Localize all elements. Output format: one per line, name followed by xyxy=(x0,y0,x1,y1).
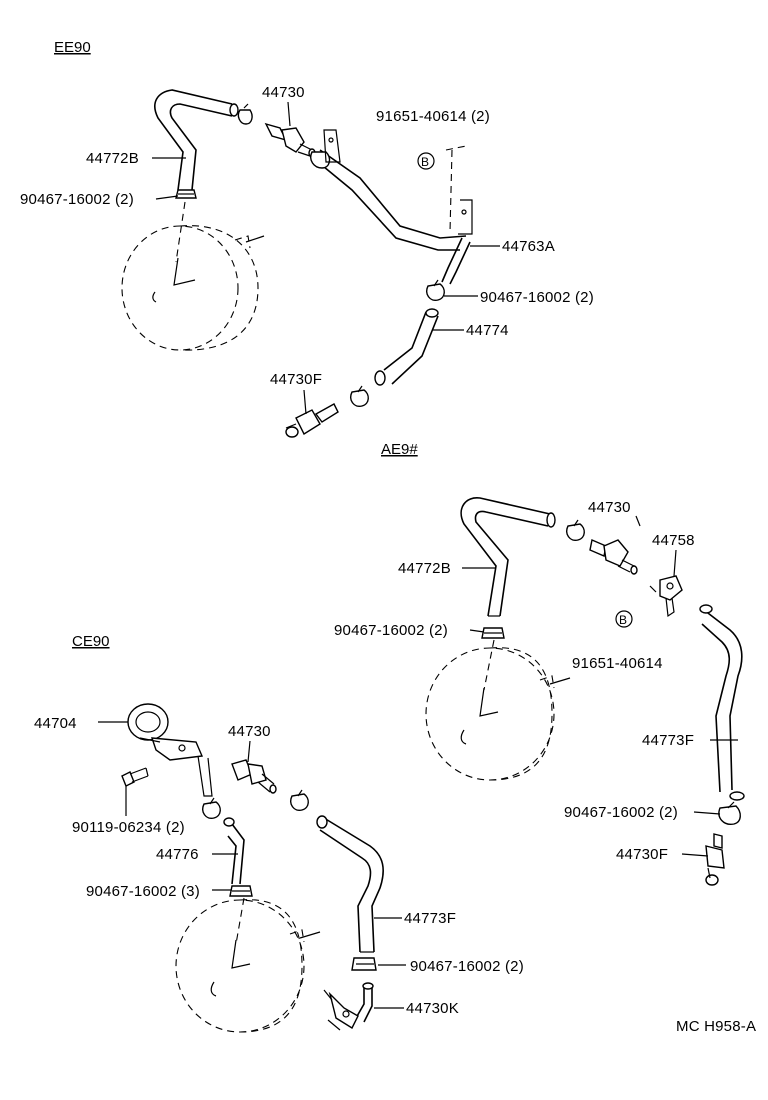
ae9-hose-44773f xyxy=(701,609,743,793)
ce90-bolt-90119 xyxy=(121,767,149,787)
ae9-clamp-lower xyxy=(718,801,741,825)
label-ae9-44772b: 44772B xyxy=(398,560,451,577)
label-ae9-90467-b: 90467-16002 (2) xyxy=(564,804,678,821)
ee90-pipe-44763a xyxy=(310,129,473,285)
ae9-clamp-top xyxy=(566,519,585,541)
label-ce90-44704: 44704 xyxy=(34,715,77,732)
svg-text:B: B xyxy=(421,155,429,169)
ee90-check-valve-44730f xyxy=(285,403,339,438)
ae9-clamp-bottom xyxy=(481,627,505,639)
label-ee90-90467-a: 90467-16002 (2) xyxy=(20,191,134,208)
diagram-code: MC H958-A xyxy=(676,1018,756,1035)
section-title-ce90: CE90 xyxy=(72,633,110,650)
ce90-hose-44776 xyxy=(227,823,245,885)
label-ae9-44730: 44730 xyxy=(588,499,631,516)
label-ae9-91651: 91651-40614 xyxy=(572,655,663,672)
section-title-ee90: EE90 xyxy=(54,39,91,56)
ce90-clamp-b xyxy=(290,789,309,811)
label-ee90-44730f: 44730F xyxy=(270,371,322,388)
ee90-clamp-lower xyxy=(426,279,445,301)
label-ee90-91651: 91651-40614 (2) xyxy=(376,108,490,125)
ae9-hose-44772b xyxy=(460,497,551,617)
label-ce90-90467-b: 90467-16002 (2) xyxy=(410,958,524,975)
section-title-ae9: AE9# xyxy=(381,441,418,458)
label-ce90-90119: 90119-06234 (2) xyxy=(72,819,185,836)
ee90-clamp-small xyxy=(350,385,369,407)
label-ce90-44730: 44730 xyxy=(228,723,271,740)
label-ae9-44758: 44758 xyxy=(652,532,695,549)
ee90-section: EE90 xyxy=(20,39,594,438)
ae9-part-44758 xyxy=(649,575,683,618)
ce90-part-44730k xyxy=(323,982,374,1031)
label-ae9-90467-a: 90467-16002 (2) xyxy=(334,622,448,639)
ae9-check-valve-44730f xyxy=(705,833,725,886)
label-ae9-44773f: 44773F xyxy=(642,732,694,749)
ee90-check-valve-44730 xyxy=(264,122,316,158)
svg-text:B: B xyxy=(619,613,627,627)
label-ce90-90467-a: 90467-16002 (3) xyxy=(86,883,200,900)
ee90-mark-b: B xyxy=(417,152,435,170)
ce90-brake-booster xyxy=(175,897,321,1033)
ae9-mark-b: B xyxy=(615,610,633,628)
ee90-hose-44772b xyxy=(154,89,233,191)
label-ce90-44773f: 44773F xyxy=(404,910,456,927)
label-ce90-44730k: 44730K xyxy=(406,1000,459,1017)
ae9-check-valve-44730 xyxy=(589,539,638,575)
ce90-clamp-d xyxy=(351,957,377,971)
ee90-brake-booster xyxy=(121,201,265,351)
ae9-brake-booster xyxy=(425,639,571,781)
label-ee90-44772b: 44772B xyxy=(86,150,139,167)
ee90-clamp-bottom xyxy=(175,189,197,199)
ce90-clamp-a xyxy=(202,797,221,819)
ce90-check-valve-44730 xyxy=(231,759,277,794)
ce90-part-44704 xyxy=(127,703,213,797)
label-ce90-44776: 44776 xyxy=(156,846,199,863)
label-ee90-44774: 44774 xyxy=(466,322,509,339)
ee90-hose-44774 xyxy=(383,311,439,385)
ee90-clamp-top xyxy=(237,103,253,125)
label-ee90-44730: 44730 xyxy=(262,84,305,101)
ce90-clamp-c xyxy=(229,885,253,897)
label-ae9-44730f: 44730F xyxy=(616,846,668,863)
label-ee90-90467-b: 90467-16002 (2) xyxy=(480,289,594,306)
ce90-hose-44773f xyxy=(319,817,384,953)
ae9-section: AE9# B xyxy=(334,441,745,886)
label-ee90-44763a: 44763A xyxy=(502,238,555,255)
ce90-section: CE90 xyxy=(34,633,524,1033)
